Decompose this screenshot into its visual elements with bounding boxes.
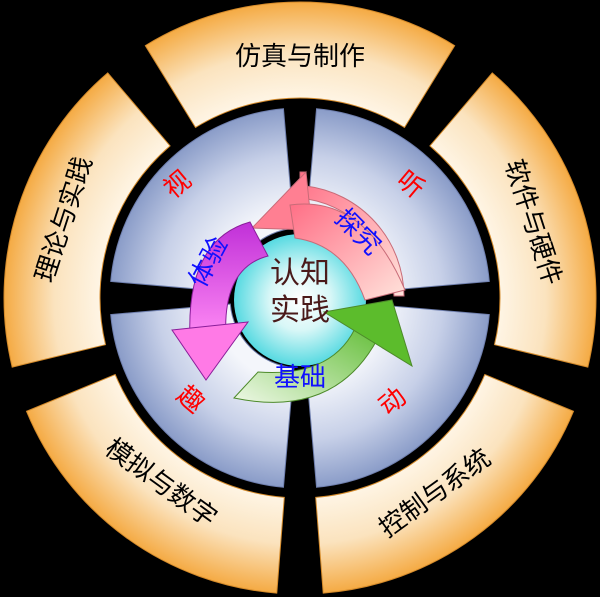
green-arrow-label: 基础: [274, 363, 326, 393]
outer-ring: [3, 1, 597, 594]
green-cycle-arrow-body: [233, 315, 383, 403]
green-cycle-arrow-head: [322, 299, 413, 368]
outer-segment-right: [429, 72, 597, 368]
pink-cycle-arrow: [299, 171, 405, 297]
outer-segment-left: [3, 72, 171, 368]
pink-cycle-arrow-body: [289, 203, 406, 301]
core-label-line1: 认知: [270, 256, 330, 291]
outer-segment-bottom-right: [315, 373, 575, 594]
purple-cycle-arrow-head: [171, 321, 250, 381]
cycle-arrows: [171, 170, 413, 403]
segment-label-top: 仿真与制作: [235, 42, 365, 72]
inner-quadrant-bottom-left: [110, 303, 295, 488]
core-circle: [234, 234, 366, 366]
outer-segment-bottom-left: [25, 373, 285, 594]
core-label-line2: 实践: [270, 293, 330, 328]
outer-segment-top: [144, 1, 456, 129]
